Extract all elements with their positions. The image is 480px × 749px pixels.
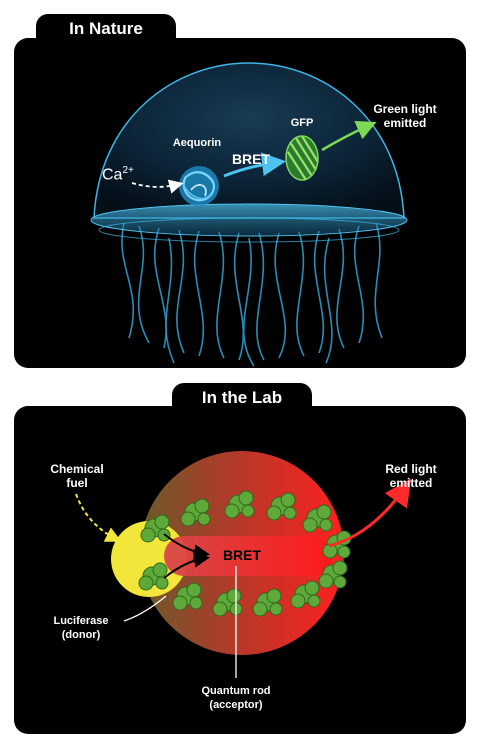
red-light-arrow [328,478,412,548]
lab-title: In the Lab [201,388,283,407]
red-light-label: Red light emitted [385,462,437,490]
luciferase-clusters [138,490,352,617]
jellyfish-rim [90,203,408,237]
luciferase-leader [123,595,167,622]
bret-label-lab: BRET [222,547,262,563]
jellyfish-illustration [90,62,408,367]
luciferase-label: Luciferase (donor) [53,615,109,641]
aequorin-protein [179,166,219,206]
gfp-protein [285,135,319,181]
bret-lab-illustration [75,451,412,678]
jellyfish-bell [93,62,405,219]
fuel-label: Chemical fuel [50,462,104,490]
green-light-label: Green light emitted [373,102,437,130]
bret-label-nature: BRET [231,151,271,167]
bret-arrow-nature [223,152,286,178]
nature-panel: Ca2+ Aequorin BRET GFP Green light emitt… [14,38,466,368]
aequorin-label: Aequorin [172,137,222,149]
fuel-arrow [75,493,122,542]
calcium-arrow [131,179,184,194]
gfp-label: GFP [290,117,314,129]
bret-arrow-lower [163,551,210,579]
calcium-label: Ca2+ [102,165,134,184]
lab-panel: Chemical fuel Red light emitted BRET Luc… [14,406,466,734]
green-light-arrow [321,120,377,152]
quantum-rod-label: Quantum rod (acceptor) [201,685,271,711]
nature-title: In Nature [69,19,143,38]
jellyfish-tentacles [121,222,383,367]
